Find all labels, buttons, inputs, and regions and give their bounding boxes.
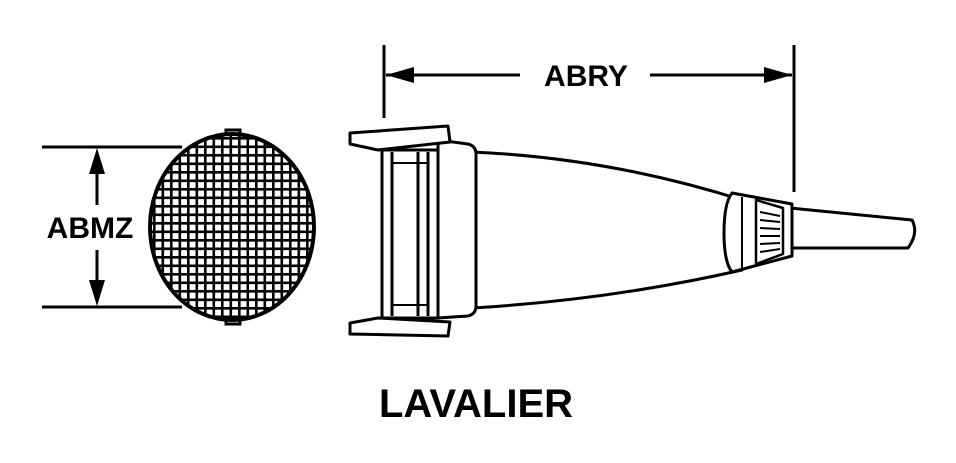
figure-caption: LAVALIER [379, 382, 573, 426]
height-arrow-down [89, 280, 105, 306]
height-dimension: ABMZ [42, 145, 182, 309]
strain-relief-ribs [759, 211, 781, 253]
strain-relief-window [754, 198, 785, 266]
clip-plate [380, 148, 440, 320]
height-arrow-up [89, 148, 105, 174]
body-taper [470, 150, 744, 310]
height-dimension-label: ABMZ [47, 212, 134, 245]
width-dimension: ABRY [382, 45, 796, 192]
microphone-side-view [348, 124, 917, 338]
width-dimension-label: ABRY [544, 60, 628, 93]
cable [788, 206, 917, 250]
width-arrow-left [386, 67, 414, 83]
clip-jaw-top [348, 124, 452, 152]
width-arrow-right [764, 67, 792, 83]
head-collar [436, 138, 478, 320]
grille-front-view [148, 128, 316, 326]
clip-jaw-bottom [348, 316, 452, 338]
